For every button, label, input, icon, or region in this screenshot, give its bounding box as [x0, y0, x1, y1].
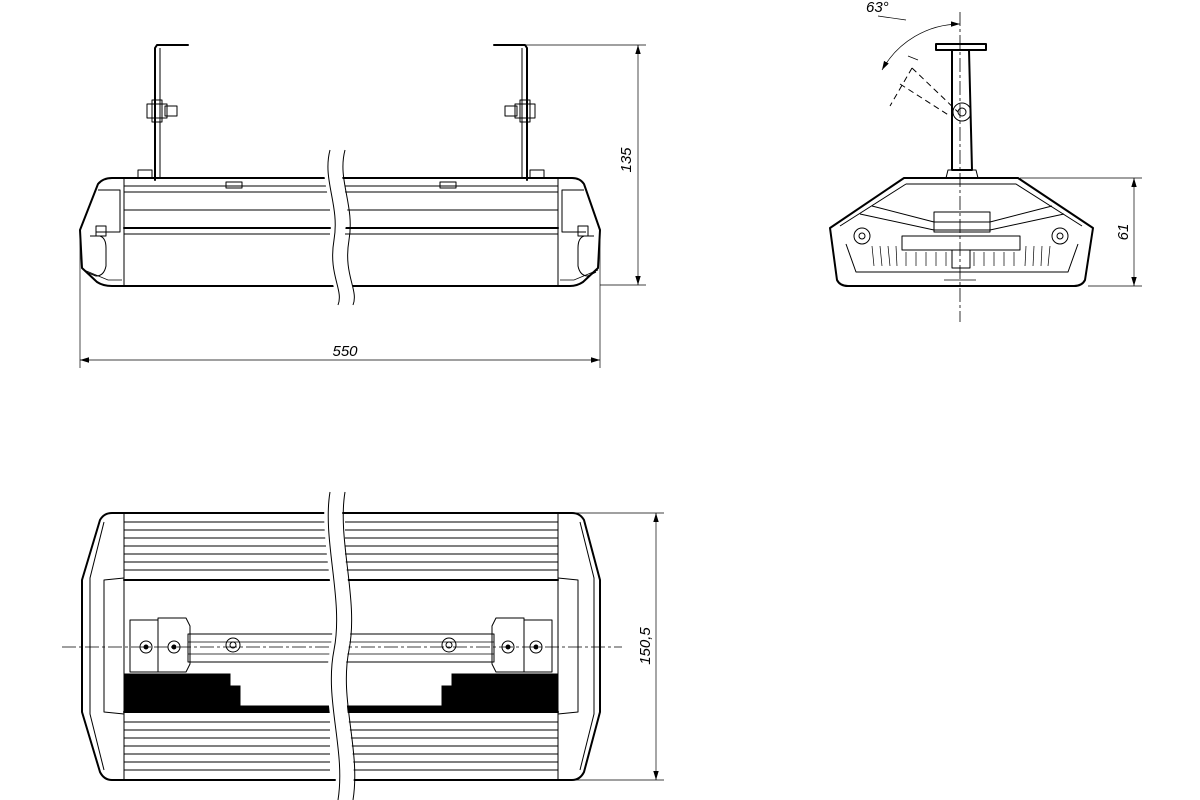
dimension-length-label: 550 — [332, 343, 358, 360]
dimension-width-label: 150,5 — [637, 627, 654, 665]
top-driver-block — [123, 673, 559, 713]
dimension-angle-label: 63° — [866, 0, 889, 16]
top-view: 150,5 — [62, 491, 664, 800]
front-left-bracket — [137, 44, 189, 181]
side-mount — [889, 43, 987, 179]
top-right-clamp — [491, 617, 553, 673]
front-housing-outline — [79, 177, 601, 287]
dimension-width: 150,5 — [576, 512, 664, 781]
side-view: 63° — [829, 0, 1142, 322]
front-end-caps — [83, 178, 599, 286]
dimension-angle: 63° — [866, 0, 961, 71]
dimension-height-label: 135 — [618, 147, 635, 173]
dimension-length: 550 — [79, 235, 601, 368]
top-end-caps — [89, 513, 595, 780]
dimension-end-height: 61 — [1020, 177, 1142, 287]
dimension-end-height-label: 61 — [1115, 224, 1132, 241]
top-break-line — [327, 491, 341, 800]
front-view: 550 135 — [79, 44, 646, 368]
front-break-line — [327, 149, 340, 306]
top-housing-outline — [81, 512, 601, 781]
front-body-lines — [123, 181, 559, 235]
side-fins — [871, 245, 1051, 267]
front-right-bracket — [493, 44, 545, 181]
side-housing-details — [839, 183, 1083, 281]
side-housing-outline — [829, 177, 1094, 287]
top-left-clamp — [129, 617, 191, 673]
dimension-height: 135 — [495, 44, 646, 286]
